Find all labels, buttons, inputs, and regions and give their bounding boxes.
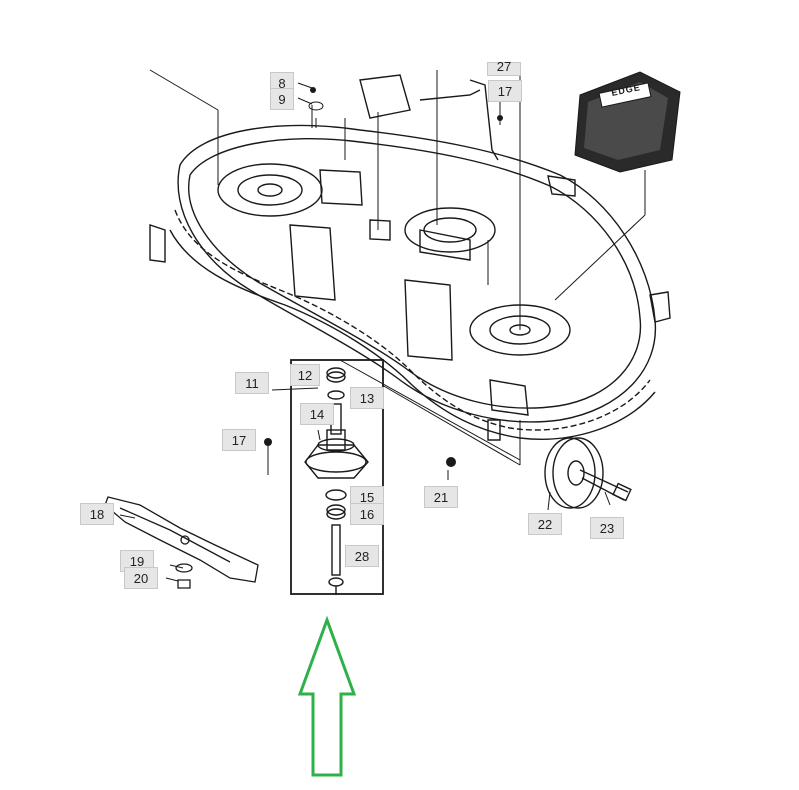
callout-21: 21 bbox=[424, 486, 458, 508]
callout-16: 16 bbox=[350, 503, 384, 525]
callout-17-top: 17 bbox=[488, 80, 522, 102]
callout-13: 13 bbox=[350, 387, 384, 409]
callout-22: 22 bbox=[528, 513, 562, 535]
callout-23: 23 bbox=[590, 517, 624, 539]
callout-20: 20 bbox=[124, 567, 158, 589]
callout-18: 18 bbox=[80, 503, 114, 525]
callout-14: 14 bbox=[300, 403, 334, 425]
callout-15: 15 bbox=[350, 486, 384, 508]
green-up-arrow bbox=[297, 615, 357, 777]
discharge-shield bbox=[574, 71, 681, 173]
callout-9: 9 bbox=[270, 88, 294, 110]
fasteners bbox=[264, 87, 503, 467]
callout-11: 11 bbox=[235, 372, 269, 394]
callout-12: 12 bbox=[290, 364, 320, 386]
gauge-wheel bbox=[544, 437, 632, 509]
callout-19: 19 bbox=[120, 550, 154, 572]
callout-27: 27 bbox=[487, 60, 521, 76]
mower-blade bbox=[104, 496, 259, 589]
callout-17-left: 17 bbox=[222, 429, 256, 451]
spindle-assembly bbox=[290, 359, 384, 595]
leader-lines bbox=[119, 69, 646, 582]
mower-deck bbox=[149, 74, 671, 441]
callout-28: 28 bbox=[345, 545, 379, 567]
